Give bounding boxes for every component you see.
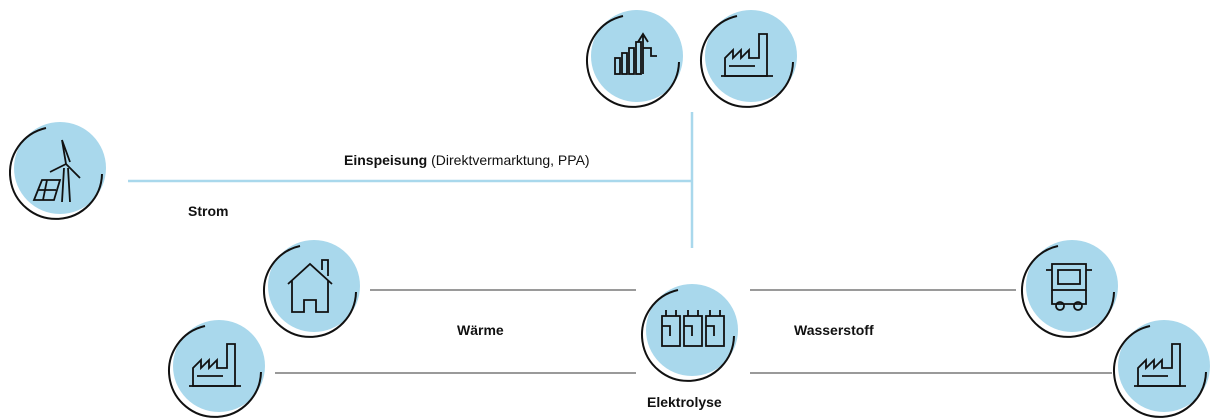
elektrolyse-label: Elektrolyse	[647, 394, 722, 410]
factory-icon	[168, 320, 265, 418]
einspeisung-label: Einspeisung (Direktvermarktung, PPA)	[344, 152, 590, 168]
wasserstoff-label: Wasserstoff	[794, 322, 874, 338]
connection-lines	[128, 112, 1112, 374]
strom-label: Strom	[188, 203, 229, 219]
einspeisung-label-bold: Einspeisung	[344, 152, 428, 168]
factory-icon	[700, 10, 797, 108]
waerme-label: Wärme	[457, 322, 504, 338]
wind-solar-icon	[9, 122, 106, 220]
truck-icon	[1021, 240, 1118, 338]
factory-icon	[1113, 320, 1210, 418]
einspeisung-label-detail: (Direktvermarktung, PPA)	[431, 152, 590, 168]
chart-growth-icon	[586, 10, 683, 108]
electrolyzer-icon	[641, 284, 738, 382]
house-icon	[263, 240, 360, 338]
